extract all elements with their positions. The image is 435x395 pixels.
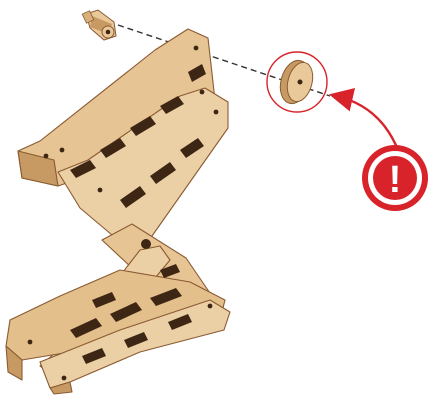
stand-structure — [6, 29, 230, 394]
warning-symbol: ! — [389, 159, 402, 201]
washer-icon — [276, 57, 317, 107]
warning-icon: ! — [362, 145, 428, 211]
arrow-icon — [336, 96, 398, 150]
peg-icon — [82, 10, 116, 40]
